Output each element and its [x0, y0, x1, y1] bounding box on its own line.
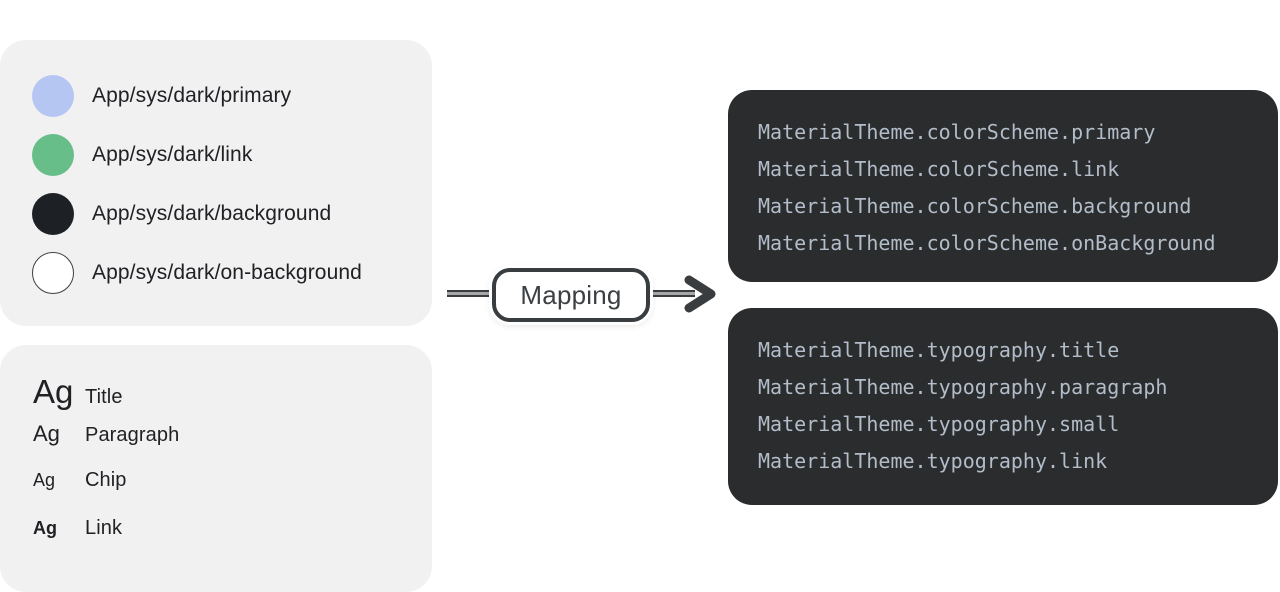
- color-swatch-background: [32, 193, 74, 235]
- typography-token-row: Ag Link: [33, 517, 432, 565]
- typography-token-row: Ag Paragraph: [33, 421, 432, 469]
- code-line: MaterialTheme.colorScheme.link: [758, 157, 1120, 181]
- color-swatch-on-background: [32, 252, 74, 294]
- code-line: MaterialTheme.colorScheme.background: [758, 194, 1192, 218]
- code-line: MaterialTheme.colorScheme.onBackground: [758, 231, 1216, 255]
- color-token-row: App/sys/dark/background: [32, 193, 432, 235]
- connector-line-right: [646, 290, 695, 297]
- color-token-label: App/sys/dark/primary: [92, 84, 292, 107]
- color-token-row: App/sys/dark/on-background: [32, 252, 432, 294]
- arrow-right-icon: [684, 275, 716, 313]
- typography-token-row: Ag Chip: [33, 469, 432, 517]
- code-panel-typography: MaterialTheme.typography.title MaterialT…: [728, 308, 1278, 505]
- color-token-label: App/sys/dark/link: [92, 143, 253, 166]
- mapping-node-label: Mapping: [520, 279, 622, 310]
- connector-line-left: [447, 290, 503, 297]
- typography-token-label: Link: [85, 517, 123, 539]
- code-line: MaterialTheme.typography.title: [758, 338, 1120, 362]
- typography-tokens-panel: Ag Title Ag Paragraph Ag Chip Ag Link: [0, 345, 432, 592]
- typography-token-row: Ag Title: [33, 373, 432, 421]
- color-tokens-panel: App/sys/dark/primary App/sys/dark/link A…: [0, 40, 432, 326]
- type-sample-link: Ag: [33, 518, 57, 538]
- code-line: MaterialTheme.typography.link: [758, 449, 1108, 473]
- code-line: MaterialTheme.typography.small: [758, 412, 1120, 436]
- color-token-row: App/sys/dark/primary: [32, 75, 432, 117]
- color-swatch-primary: [32, 75, 74, 117]
- code-line: MaterialTheme.colorScheme.primary: [758, 120, 1156, 144]
- code-panel-color-scheme: MaterialTheme.colorScheme.primary Materi…: [728, 90, 1278, 282]
- typography-token-label: Chip: [85, 469, 127, 491]
- typography-token-label: Paragraph: [85, 424, 180, 446]
- color-token-label: App/sys/dark/background: [92, 202, 332, 225]
- color-token-label: App/sys/dark/on-background: [92, 261, 362, 284]
- color-token-row: App/sys/dark/link: [32, 134, 432, 176]
- color-swatch-link: [32, 134, 74, 176]
- typography-token-label: Title: [85, 386, 123, 408]
- type-sample-title: Ag: [33, 373, 74, 410]
- mapping-node: Mapping: [492, 268, 650, 322]
- code-line: MaterialTheme.typography.paragraph: [758, 375, 1168, 399]
- type-sample-chip: Ag: [33, 470, 56, 490]
- type-sample-paragraph: Ag: [33, 421, 60, 446]
